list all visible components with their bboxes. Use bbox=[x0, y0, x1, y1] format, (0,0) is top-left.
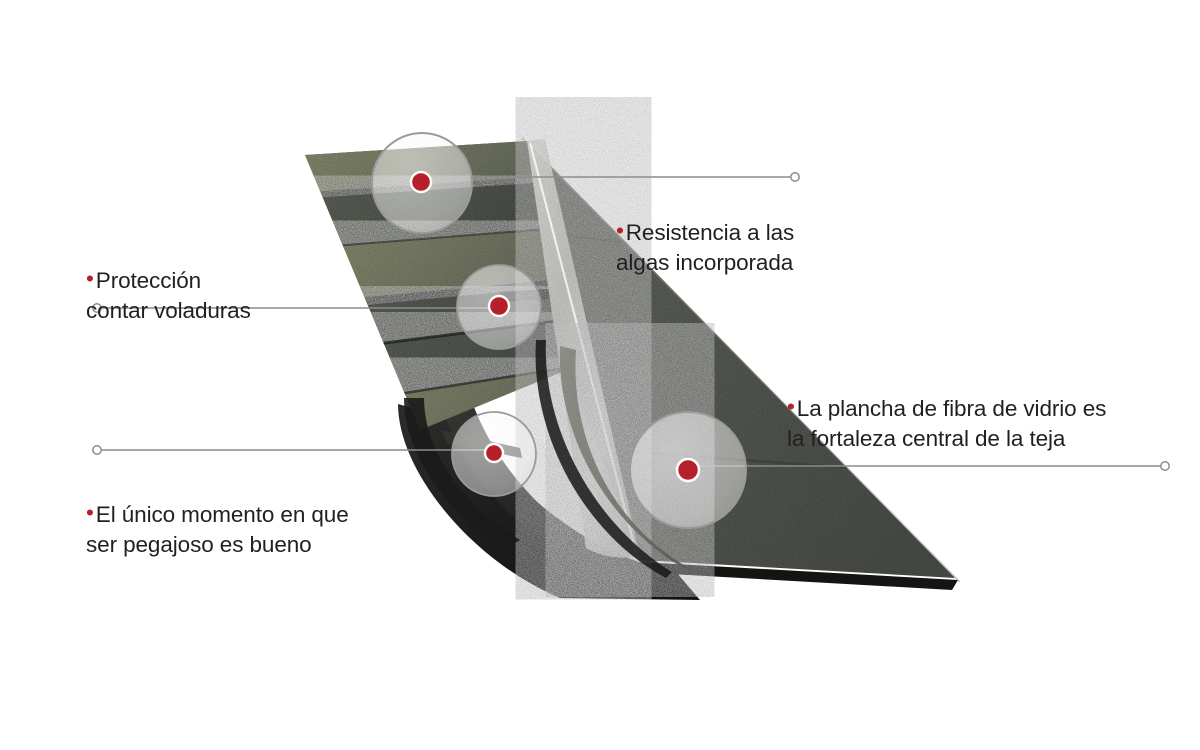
shingle-lower-notch bbox=[404, 398, 520, 548]
callout-text-fibra-vidrio: La plancha de fibra de vidrio es la fort… bbox=[787, 395, 1107, 451]
callout-label-fibra-vidrio: •La plancha de fibra de vidrio es la for… bbox=[787, 364, 1106, 454]
bullet-icon-pegajoso: • bbox=[86, 500, 94, 526]
connector-endpoint-pegajoso bbox=[92, 445, 102, 455]
shingle-bottom-edge bbox=[634, 562, 958, 590]
callout-label-pegajoso: •El único momento en que ser pegajoso es… bbox=[86, 470, 349, 560]
callout-label-voladuras: •Protección contar voladuras bbox=[86, 236, 251, 326]
hotspot-pegajoso[interactable] bbox=[483, 442, 505, 464]
callout-label-algas: •Resistencia a las algas incorporada bbox=[616, 188, 794, 278]
callout-text-voladuras: Protección contar voladuras bbox=[86, 267, 251, 323]
bullet-icon-fibra-vidrio: • bbox=[787, 394, 795, 420]
hotspot-fibra-vidrio[interactable] bbox=[675, 457, 701, 483]
hotspot-voladuras[interactable] bbox=[487, 294, 511, 318]
connector-endpoint-fibra-vidrio bbox=[1160, 461, 1170, 471]
bullet-icon-algas: • bbox=[616, 218, 624, 244]
connector-endpoint-voladuras bbox=[92, 303, 102, 313]
hotspot-algas[interactable] bbox=[409, 170, 433, 194]
bullet-icon-voladuras: • bbox=[86, 266, 94, 292]
callout-overlays bbox=[92, 132, 1170, 529]
shingle-curl-edge bbox=[559, 346, 700, 574]
connector-endpoint-algas bbox=[790, 172, 800, 182]
callout-text-pegajoso: El único momento en que ser pegajoso es … bbox=[86, 501, 349, 557]
callout-text-algas: Resistencia a las algas incorporada bbox=[616, 219, 795, 275]
